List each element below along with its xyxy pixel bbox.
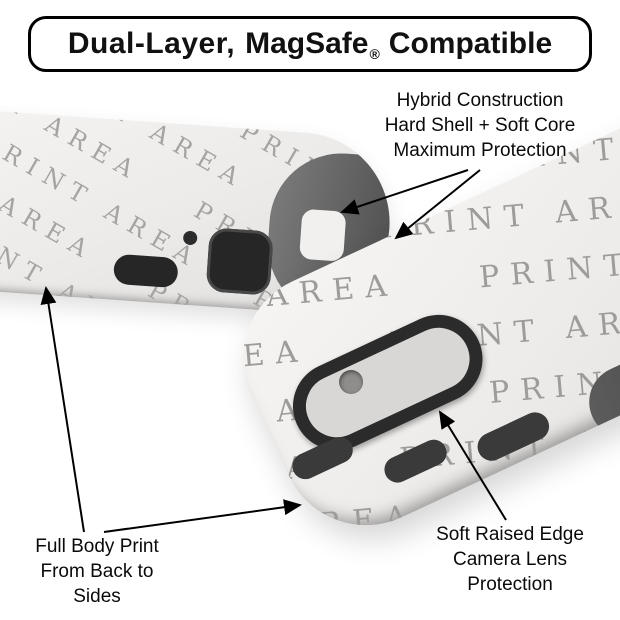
callout-line-text: Camera Lens [452,549,568,571]
camera-pill-cutout [112,253,179,289]
callout-line-text: Full Body Print [35,536,159,557]
callout-line-text: Soft Raised Edge [436,524,584,545]
callout-line-text: Protection [467,574,553,596]
title-part-compatible: Compatible [388,26,553,60]
callout-line-text: Hybrid Construction [396,90,564,111]
registered-trademark-symbol: ® [369,45,380,62]
callout-line-text: Maximum Protection [393,140,567,162]
callout-line-text: From Back to [40,561,154,583]
hybrid-construction-callout: Hybrid Construction Hard Shell + Soft Co… [352,88,608,163]
full-body-print-callout: Full Body Print From Back to Sides [6,534,188,609]
camera-protection-callout: Soft Raised Edge Camera Lens Protection [406,522,614,597]
camera-square-cutout [205,227,274,296]
callout-line-text: Hard Shell + Soft Core [384,115,576,137]
callout-line-text: Sides [73,586,121,608]
title-banner: Dual-Layer, MagSafe® Compatible [28,16,592,72]
fullbody-callout-line [103,499,302,533]
title-part-magsafe: MagSafe [245,26,369,60]
camera-window-cutout [299,208,347,262]
title-part-dual-layer: Dual-Layer, [67,26,236,60]
fullbody-callout-line [40,286,85,533]
title-text: Dual-Layer, MagSafe® Compatible [68,27,552,62]
